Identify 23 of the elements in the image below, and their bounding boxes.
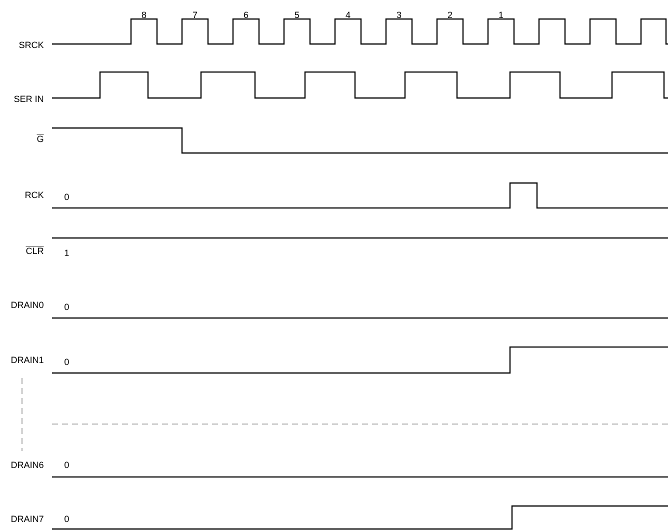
level-value: 0 bbox=[64, 516, 69, 522]
clock-count: 5 bbox=[294, 12, 300, 18]
signal-name: DRAIN7 bbox=[12, 516, 44, 522]
clock-count: 3 bbox=[396, 12, 402, 18]
clock-count: 2 bbox=[448, 12, 452, 18]
level-value: 0 bbox=[64, 194, 69, 200]
level-value: 0 bbox=[64, 462, 69, 468]
clock-count: 6 bbox=[244, 12, 248, 18]
clock-count: 1 bbox=[499, 12, 504, 18]
level-value: 0 bbox=[64, 358, 69, 366]
level-value: 1 bbox=[64, 250, 69, 256]
signal-name: DRAIN6 bbox=[12, 462, 44, 468]
signal-name: G bbox=[36, 134, 44, 142]
clock-count: 4 bbox=[346, 12, 350, 18]
signal-name: RCK bbox=[26, 192, 44, 198]
signal-name: SRCK bbox=[19, 42, 44, 48]
clock-count: 8 bbox=[142, 12, 146, 18]
signal-name: SER IN bbox=[14, 96, 44, 102]
signal-name: DRAIN0 bbox=[12, 302, 44, 308]
signal-name: CLR bbox=[26, 246, 44, 254]
level-value: 0 bbox=[64, 304, 69, 310]
clock-count: 7 bbox=[192, 12, 198, 18]
signal-name: DRAIN1 bbox=[12, 356, 44, 363]
